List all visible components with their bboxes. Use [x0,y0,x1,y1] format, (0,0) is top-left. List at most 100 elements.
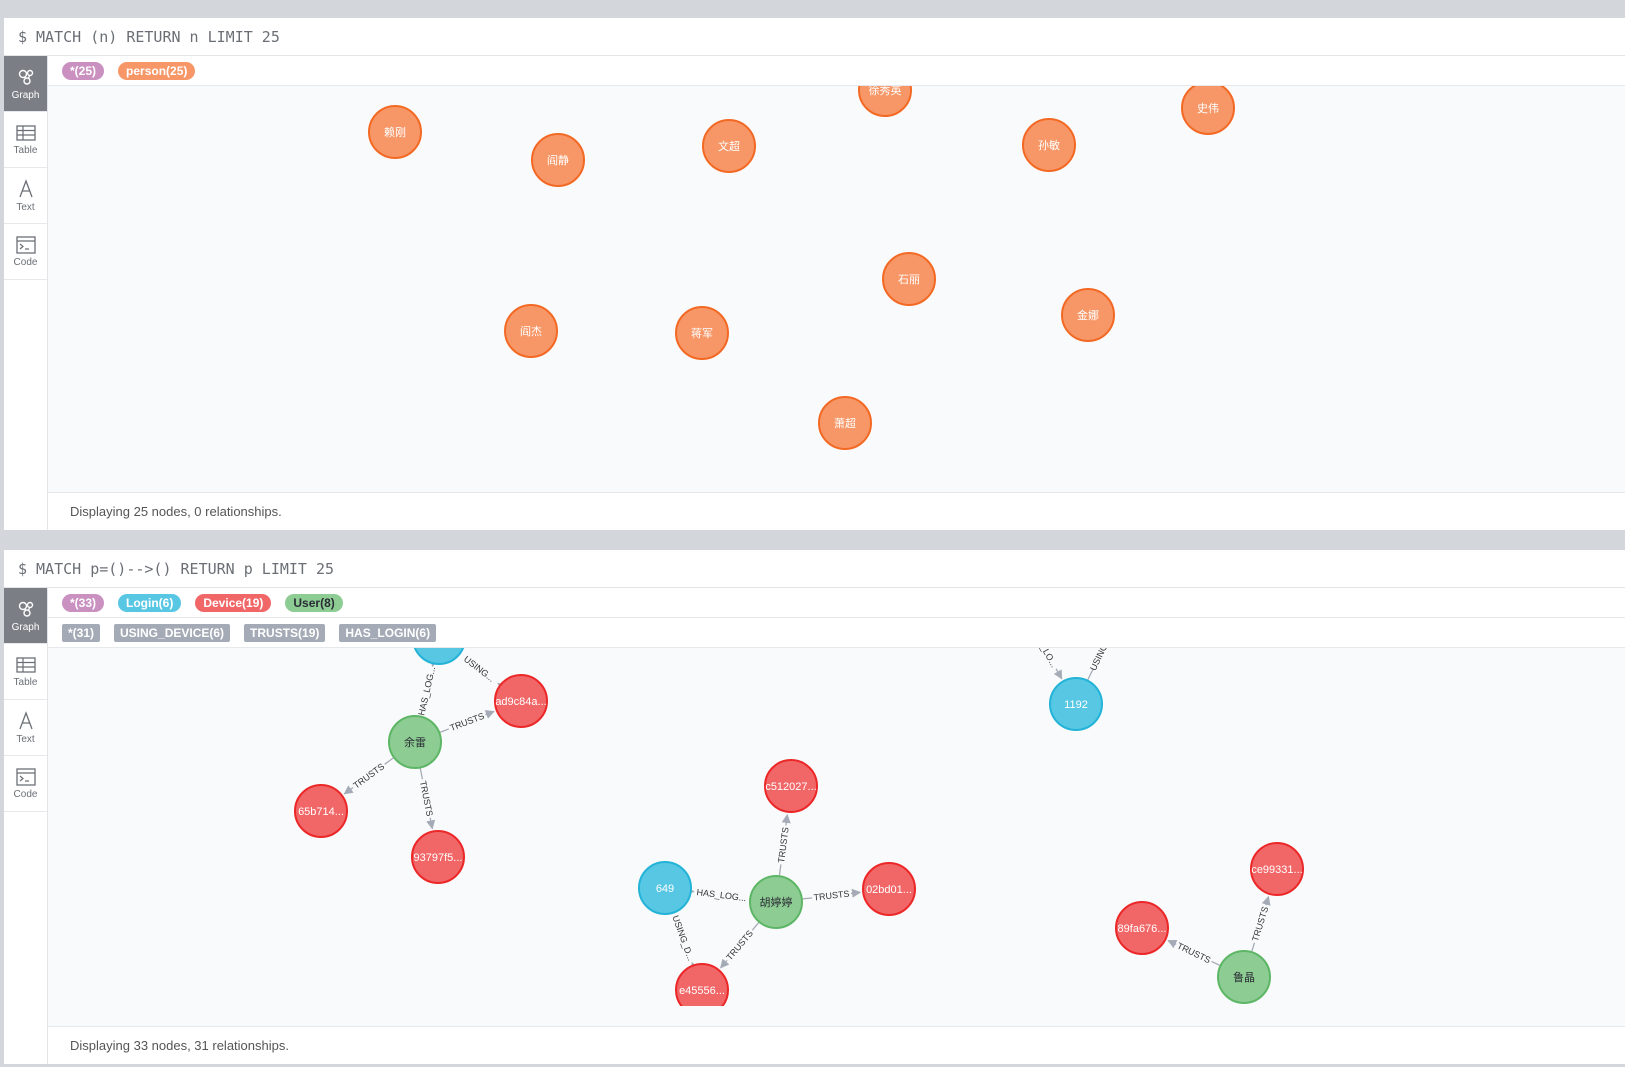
graph-node-person[interactable]: 孙敏 [1022,118,1076,172]
relationship-label: USING_I [1088,648,1113,672]
relationship-edge[interactable]: TRUSTS [1167,939,1220,966]
node-caption: e45556... [679,985,725,997]
node-caption: 赖刚 [384,126,406,139]
tab-code[interactable]: Code [4,224,47,280]
tab-text[interactable]: Text [4,168,47,224]
relationship-edge[interactable]: TRUSTS [343,757,394,795]
label-pill-login[interactable]: Login(6) [118,593,182,612]
graph-panel: *(25) person(25) 徐秀英史伟赖刚阎静 文超 孙敏石丽阎杰 蒋军 金娜萧超… [48,56,1625,530]
relationship-edge[interactable]: TRUSTS [720,922,760,969]
graph-node-person[interactable]: 赖刚 [368,105,422,159]
view-sidebar: Graph Table Text Code [4,588,48,1064]
graph-node-person[interactable]: 萧超 [818,396,872,450]
label-pill-all[interactable]: *(33) [62,593,105,612]
graph-svg[interactable]: HAS_LOG... USING... TRUSTS TRUSTS TRUSTS S_LO… [48,648,1625,1017]
relationship-edge[interactable]: HAS_LOG... [685,886,752,903]
rel-pill-has-login[interactable]: HAS_LOGIN(6) [339,623,437,642]
graph-node-device[interactable]: c512027... [764,759,818,813]
tab-graph[interactable]: Graph [4,588,47,644]
relationship-edge[interactable]: TRUSTS [776,813,791,876]
relationship-edge[interactable]: TRUSTS [802,889,862,903]
node-caption: 阎静 [547,153,569,167]
rel-pill-using-device[interactable]: USING_DEVICE(6) [114,623,231,642]
node-caption: 金娜 [1077,308,1099,322]
graph-node-user[interactable]: 鲁晶 [1217,950,1271,1004]
rel-pill-trusts[interactable]: TRUSTS(19) [244,623,326,642]
query-bar[interactable]: $ MATCH p=()-->() RETURN p LIMIT 25 [4,550,1625,588]
node-caption: 石丽 [898,274,920,286]
graph-node-login[interactable]: 1192 [1049,677,1103,731]
label-pill-user[interactable]: User(8) [285,593,343,612]
node-caption: 史伟 [1197,102,1219,115]
rel-type-legend: *(31) USING_DEVICE(6) TRUSTS(19) HAS_LOG… [48,618,1625,648]
node-caption: 蒋军 [691,327,713,340]
node-caption: 02bd01... [866,884,912,896]
graph-node-person[interactable]: 阎杰 [504,304,558,358]
relationship-edge[interactable]: USING_I [1087,648,1113,681]
node-caption: 65b714... [298,806,344,818]
rel-pill-all[interactable]: *(31) [62,623,101,642]
relationship-edge[interactable]: TRUSTS [1250,895,1271,952]
node-caption: 阎杰 [520,324,542,338]
graph-node-device[interactable]: ce99331... [1250,842,1304,896]
relationship-edge[interactable]: TRUSTS [418,768,436,830]
relationship-label: TRUSTS [724,928,755,962]
graph-node-device[interactable]: e45556... [675,963,729,1017]
table-icon [15,124,36,141]
relationship-edge[interactable]: USING... [459,653,508,692]
view-sidebar: Graph Table Text Code [4,56,48,530]
graph-canvas[interactable]: 徐秀英史伟赖刚阎静 文超 孙敏石丽阎杰 蒋军 金娜萧超 [48,86,1625,492]
graph-node-person[interactable]: 史伟 [1181,86,1235,135]
code-icon [15,235,36,254]
node-caption: c512027... [765,781,816,793]
graph-canvas[interactable]: HAS_LOG... USING... TRUSTS TRUSTS TRUSTS S_LO… [48,648,1625,1026]
graph-node-person[interactable]: 文超 [702,119,756,173]
graph-node-login[interactable]: 649 [638,861,692,915]
status-bar: Displaying 25 nodes, 0 relationships. [48,492,1625,530]
graph-node-user[interactable]: 余雷 [388,715,442,769]
tab-table[interactable]: Table [4,112,47,168]
node-caption: ad9c84a... [495,696,546,708]
graph-node-device[interactable]: 02bd01... [862,862,916,916]
relationship-edge[interactable]: USING_D... [670,911,700,972]
relationship-edge[interactable]: HAS_LOG... [416,657,439,718]
tab-table[interactable]: Table [4,644,47,700]
tab-code-label: Code [13,788,38,800]
label-pill-all[interactable]: *(25) [62,61,105,80]
graph-icon [18,601,33,617]
code-icon [15,767,36,786]
tab-graph-label: Graph [11,89,40,101]
graph-node-device[interactable]: ad9c84a... [494,674,548,728]
query-frame-2: $ MATCH p=()-->() RETURN p LIMIT 25 Grap… [4,550,1625,1064]
node-caption: 93797f5... [414,852,463,864]
graph-node-login[interactable] [413,648,465,665]
node-caption: 孙敏 [1038,138,1060,152]
label-pill-device[interactable]: Device(19) [195,593,272,612]
graph-node-device[interactable]: 89fa676... [1115,901,1169,955]
node-label-legend: *(25) person(25) [48,56,1625,86]
graph-node-person[interactable]: 蒋军 [675,306,729,360]
graph-node-user[interactable]: 胡婷婷 [749,875,803,929]
relationship-edge[interactable]: TRUSTS [439,710,495,733]
tab-code[interactable]: Code [4,756,47,812]
query-text: MATCH (n) RETURN n LIMIT 25 [36,27,280,46]
graph-icon [18,69,33,85]
relationship-label: HAS_LOG... [696,887,747,903]
query-text: MATCH p=()-->() RETURN p LIMIT 25 [36,559,335,578]
graph-node-person[interactable]: 徐秀英 [858,86,912,117]
graph-node-person[interactable]: 金娜 [1061,288,1115,342]
graph-node-person[interactable]: 阎静 [531,133,585,187]
tab-text-label: Text [16,733,35,745]
label-pill-person[interactable]: person(25) [118,61,196,80]
relationship-edge[interactable]: S_LO... [1033,648,1063,680]
text-icon [18,710,33,729]
tab-graph[interactable]: Graph [4,56,47,112]
query-bar[interactable]: $ MATCH (n) RETURN n LIMIT 25 [4,18,1625,56]
graph-node-person[interactable]: 石丽 [882,252,936,306]
tab-text[interactable]: Text [4,700,47,756]
graph-node-device[interactable]: 65b714... [294,784,348,838]
node-caption: 649 [656,883,674,895]
prompt-symbol: $ [18,27,28,46]
graph-node-device[interactable]: 93797f5... [411,830,465,884]
